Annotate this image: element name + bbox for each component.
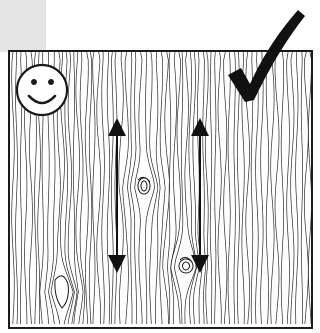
grain-line (210, 52, 212, 324)
wood-grain-lines (12, 52, 311, 324)
grain-line (51, 52, 60, 324)
grain-line (228, 52, 230, 324)
grain-line (45, 52, 49, 324)
grain-line (234, 52, 236, 324)
corner-fold (0, 0, 46, 52)
grain-line (115, 52, 117, 324)
grain-line (160, 52, 165, 324)
grain-line (38, 52, 41, 324)
grain-line (16, 52, 18, 324)
wood-board-panel (8, 50, 313, 329)
grain-line (291, 52, 294, 324)
grain-line (242, 52, 244, 324)
grain-line (197, 52, 202, 324)
grain-line (20, 52, 21, 324)
grain-line (168, 52, 171, 324)
grain-line (171, 52, 177, 324)
grain-line (65, 52, 75, 324)
grain-line (237, 52, 239, 324)
wood-knot-3 (55, 276, 69, 308)
grain-line (304, 52, 308, 324)
grain-line (97, 52, 101, 324)
grain-line (49, 52, 56, 324)
grain-line (308, 52, 311, 324)
grain-line (301, 52, 302, 324)
grain-line (271, 52, 274, 324)
grain-line (174, 52, 182, 324)
grain-line (89, 52, 92, 324)
grain-line (251, 52, 253, 324)
grain-line (193, 52, 199, 324)
grain-line (275, 52, 279, 324)
grain-line (224, 52, 227, 324)
grain-line (205, 52, 208, 324)
grain-line (80, 52, 85, 324)
grain-line (40, 52, 44, 324)
grain-line (287, 52, 290, 324)
grain-line (261, 52, 264, 324)
grain-line (266, 52, 268, 324)
grain-line (93, 52, 95, 324)
grain-line (296, 52, 298, 324)
grain-line (215, 52, 216, 324)
wood-knot-1 (138, 177, 150, 194)
wood-grain-canvas (10, 52, 311, 327)
grain-line (30, 52, 33, 324)
grain-line (85, 52, 88, 324)
grain-line (203, 52, 206, 324)
grain-line (218, 52, 221, 324)
grain-line (12, 52, 15, 324)
wood-knot-2 (179, 257, 193, 273)
grain-line (102, 52, 105, 324)
grain-line (256, 52, 259, 324)
grain-line (111, 52, 113, 324)
grain-line (246, 52, 250, 324)
grain-line (107, 52, 110, 324)
grain-line (35, 52, 37, 324)
grain-line (25, 52, 27, 324)
grain-line (281, 52, 283, 324)
